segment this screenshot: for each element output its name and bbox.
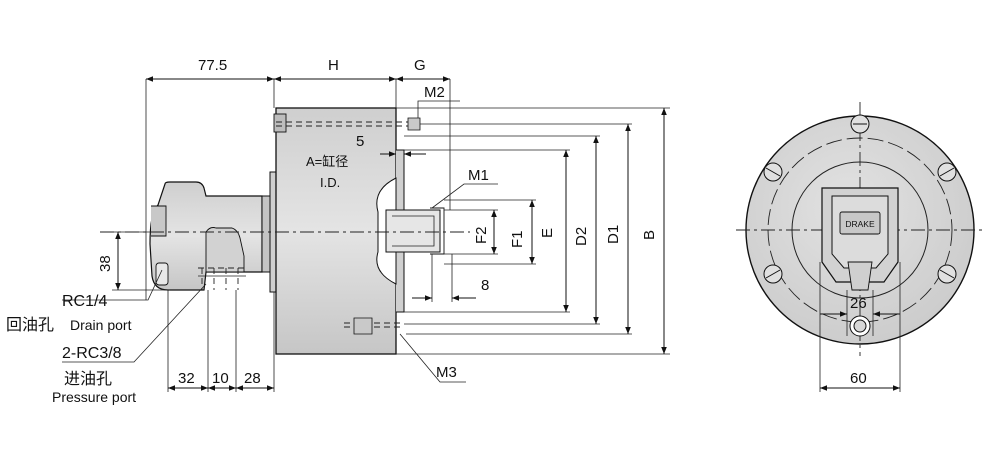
bore-label-en: I.D.	[320, 175, 340, 190]
dim-60-label: 60	[850, 370, 867, 387]
drain-port-cn: 回油孔	[6, 316, 54, 334]
dim-26-label: 26	[850, 295, 867, 312]
dim-g-label: G	[414, 57, 426, 74]
pressure-port-en: Pressure port	[52, 389, 136, 405]
bolt-holes	[763, 114, 957, 337]
dim-32-label: 32	[178, 370, 195, 387]
dim-h-label: H	[328, 57, 339, 74]
dim-38-label: 38	[97, 255, 114, 272]
d1-label: D1	[605, 225, 622, 244]
d2-label: D2	[573, 227, 590, 246]
drain-port-en: Drain port	[70, 317, 132, 333]
m2-label: M2	[424, 84, 445, 101]
dim-10-label: 10	[212, 370, 229, 387]
m1-label: M1	[468, 167, 489, 184]
b-label: B	[641, 230, 658, 240]
dim-5-label: 5	[356, 133, 364, 150]
drake-logo: DRAKE	[845, 219, 875, 229]
m3-label: M3	[436, 364, 457, 381]
f1-label: F1	[509, 230, 526, 248]
e-label: E	[539, 228, 556, 238]
cylinder-body	[275, 107, 397, 355]
front-view: DRAKE	[736, 102, 984, 392]
f2-label: F2	[473, 226, 490, 244]
rc14-label: RC1/4	[62, 293, 107, 310]
dimension-labels: 77.5 H G M2 5 A=缸径 I.D. M1 F2 F1 E D2 D1…	[6, 57, 867, 405]
rc38-label: 2-RC3/8	[62, 345, 122, 362]
bore-label-cn: A=缸径	[306, 154, 348, 169]
dim-77-5-label: 77.5	[198, 57, 227, 74]
distributor-housing	[149, 171, 277, 293]
side-view	[62, 76, 670, 392]
dim-28-label: 28	[244, 370, 261, 387]
dim-8-label: 8	[481, 277, 489, 294]
pressure-port-cn: 进油孔	[64, 370, 112, 388]
